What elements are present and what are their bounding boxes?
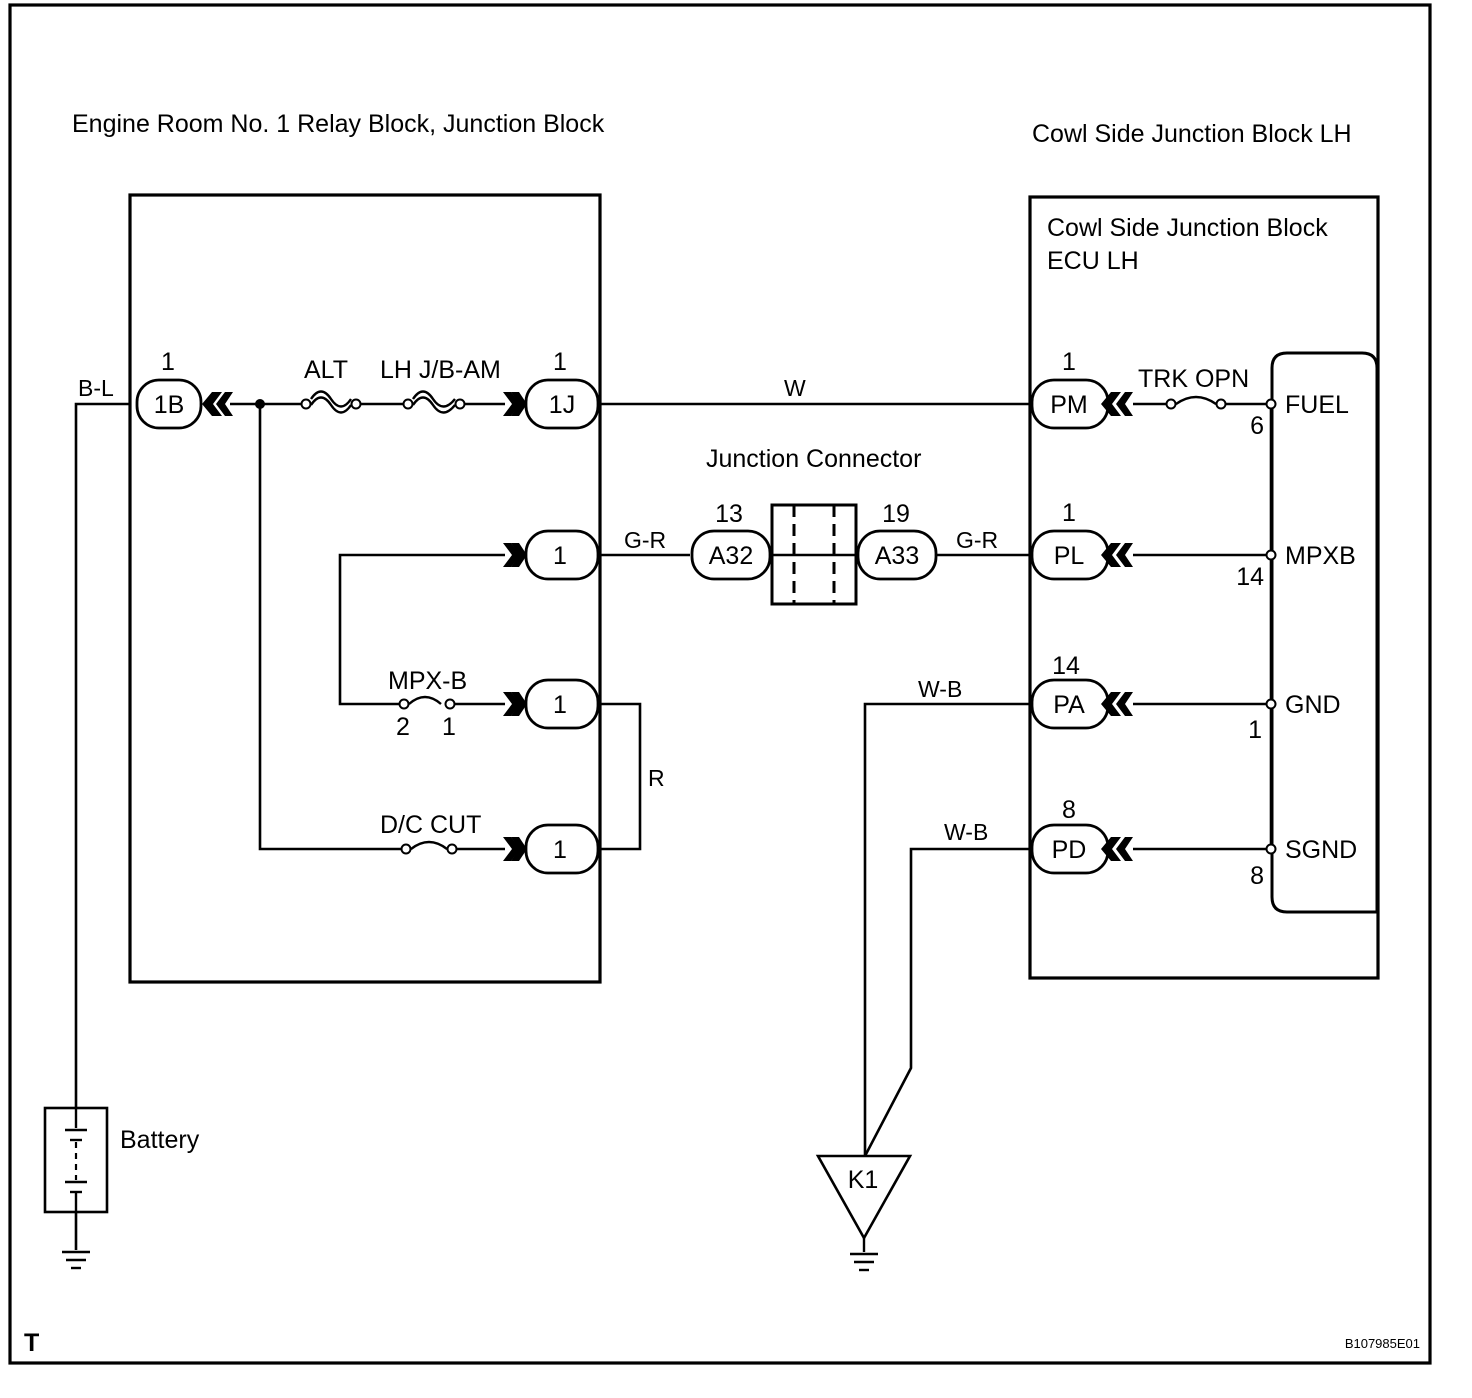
ecu-terminal-fuel-dot xyxy=(1265,398,1277,410)
fuse-alt-label: ALT xyxy=(304,356,348,384)
ground-point-k1: K1 xyxy=(815,1154,913,1241)
right-block-title: Cowl Side Junction Block LH xyxy=(1032,120,1352,148)
fuse-lh-jb-am-label: LH J/B-AM xyxy=(380,356,501,384)
relay-block-wiring xyxy=(230,402,642,851)
connector-a32-pin: 13 xyxy=(715,500,743,528)
svg-text:1: 1 xyxy=(553,691,567,719)
connector-1-gr: 1 xyxy=(503,529,600,581)
ecu-terminal-sgnd-label: SGND xyxy=(1285,836,1357,864)
svg-text:PA: PA xyxy=(1053,691,1085,719)
svg-text:1J: 1J xyxy=(549,391,575,419)
fuse-mpx-b-label: MPX-B xyxy=(388,667,467,695)
ecu-terminal-sgnd-dot xyxy=(1265,843,1277,855)
wire-color-wb-pa: W-B xyxy=(918,676,962,702)
connector-1-dc: 1 xyxy=(503,823,600,875)
ecu-terminal-gnd-dot xyxy=(1265,698,1277,710)
connector-a33-pin: 19 xyxy=(882,500,910,528)
svg-text:1: 1 xyxy=(553,836,567,864)
junction-connector-label: Junction Connector xyxy=(706,445,921,473)
ecu-internal-wiring xyxy=(1133,402,1273,851)
diagram-frame xyxy=(8,3,1432,1365)
svg-text:1: 1 xyxy=(553,542,567,570)
junction-connector xyxy=(770,503,858,606)
wire-color-gr-right: G-R xyxy=(956,527,998,553)
ecu-terminal-gnd-pin: 1 xyxy=(1248,716,1262,744)
fuse-mpx-b-pin-right: 1 xyxy=(442,713,456,741)
ecu-terminal-mpxb-label: MPXB xyxy=(1285,542,1356,570)
svg-text:A33: A33 xyxy=(875,542,919,570)
connector-1b-pin: 1 xyxy=(161,348,175,376)
ecu-terminal-gnd-label: GND xyxy=(1285,691,1341,719)
connector-a32: A32 xyxy=(690,529,772,581)
svg-text:PM: PM xyxy=(1050,391,1088,419)
fuse-lh-jb-am-icon xyxy=(402,390,466,414)
svg-text:PD: PD xyxy=(1052,836,1087,864)
connector-pm: PM xyxy=(1030,378,1133,430)
svg-text:A32: A32 xyxy=(709,542,753,570)
connector-1j-pin: 1 xyxy=(553,348,567,376)
wire-color-w: W xyxy=(784,375,806,401)
fuse-mpx-b-pin-left: 2 xyxy=(396,713,410,741)
splice-point xyxy=(255,399,265,409)
corner-mark: T xyxy=(24,1329,39,1357)
connector-pd: PD xyxy=(1030,823,1133,875)
connector-pl-pin: 1 xyxy=(1062,499,1076,527)
battery-label: Battery xyxy=(120,1126,200,1154)
connector-pa: PA xyxy=(1030,678,1133,730)
k1-ground-icon xyxy=(850,1238,878,1272)
ecu-terminal-mpxb-dot xyxy=(1265,549,1277,561)
ecu-terminal-fuel-pin: 6 xyxy=(1250,412,1264,440)
figure-id: B107985E01 xyxy=(1345,1336,1420,1351)
wire-color-r: R xyxy=(648,765,665,791)
connector-pm-pin: 1 xyxy=(1062,348,1076,376)
connector-a33: A33 xyxy=(856,529,938,581)
ecu-box xyxy=(1270,351,1379,914)
battery-feed-wire xyxy=(74,402,130,1250)
battery-ground-icon xyxy=(62,1250,90,1270)
svg-text:1B: 1B xyxy=(154,391,185,419)
wire-color-wb-pd: W-B xyxy=(944,819,988,845)
fuse-mpx-b-icon xyxy=(398,695,456,710)
connector-1-mpx: 1 xyxy=(503,678,600,730)
connector-pd-pin: 8 xyxy=(1062,796,1076,824)
connector-1b: 1B xyxy=(135,378,233,430)
battery-symbol xyxy=(43,1106,109,1214)
wire-color-gr-left: G-R xyxy=(624,527,666,553)
left-block-title: Engine Room No. 1 Relay Block, Junction … xyxy=(72,110,605,138)
wire-color-bl: B-L xyxy=(78,375,114,401)
connector-pl: PL xyxy=(1030,529,1133,581)
wire-wb-pa xyxy=(863,702,1032,1156)
svg-text:PL: PL xyxy=(1054,542,1085,570)
fuse-alt-icon xyxy=(300,390,362,414)
ecu-terminal-sgnd-pin: 8 xyxy=(1250,862,1264,890)
connector-pa-pin: 14 xyxy=(1052,652,1080,680)
wire-wb-pd xyxy=(863,847,1032,1157)
ecu-title-line2: ECU LH xyxy=(1047,247,1139,275)
ecu-terminal-fuel-label: FUEL xyxy=(1285,391,1349,419)
fuse-dc-cut-icon xyxy=(400,840,458,855)
ecu-title-line1: Cowl Side Junction Block xyxy=(1047,214,1328,242)
connector-1j: 1J xyxy=(503,378,600,430)
ecu-terminal-mpxb-pin: 14 xyxy=(1236,563,1264,591)
relay-block-outline xyxy=(128,193,602,984)
svg-text:K1: K1 xyxy=(848,1166,879,1194)
fuse-dc-cut-label: D/C CUT xyxy=(380,811,481,839)
fuse-trk-opn-label: TRK OPN xyxy=(1138,365,1249,393)
fuse-trk-opn-icon xyxy=(1165,395,1227,410)
